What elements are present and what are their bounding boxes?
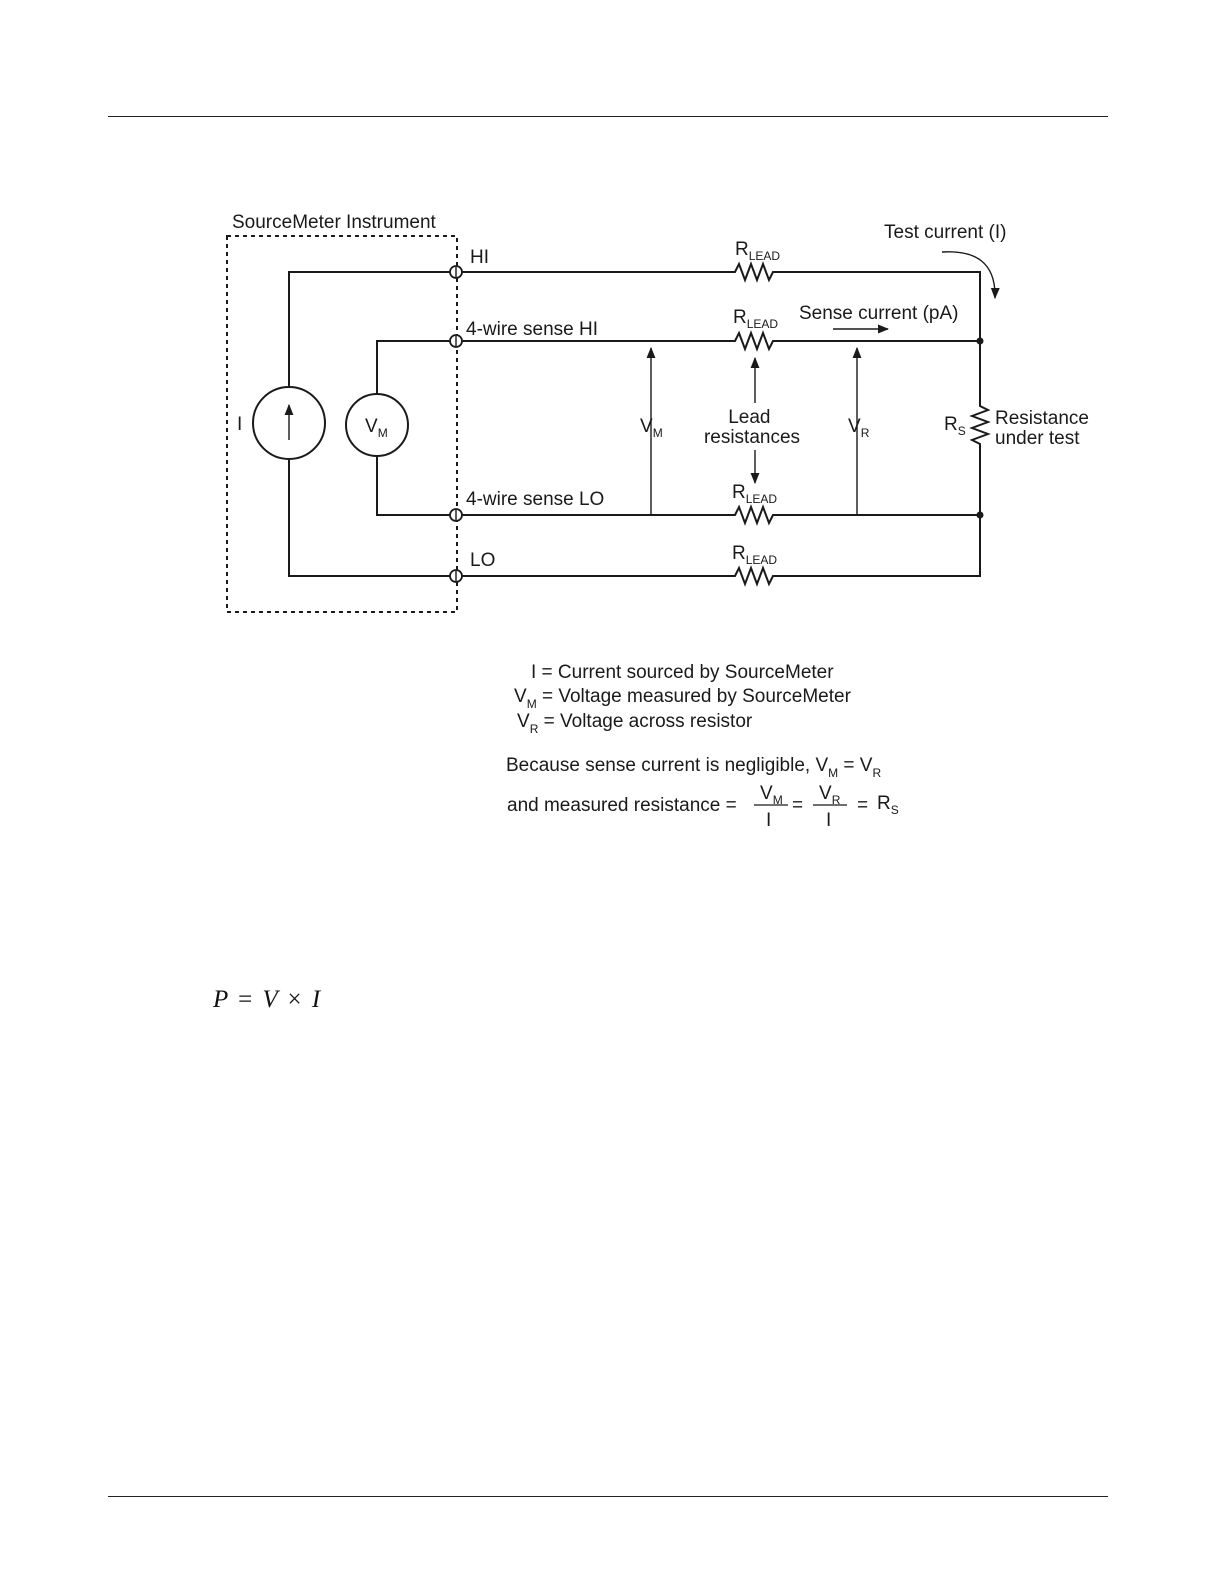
frac2-denominator: I (826, 810, 831, 831)
legend-line-2: VM = Voltage measured by SourceMeter (514, 686, 852, 711)
source-lo-wire (288, 460, 456, 577)
terminal-hi (449, 265, 463, 279)
frac1-denominator: I (766, 810, 771, 831)
sense-hi-lead-wire (462, 330, 980, 352)
resistance-under-test-label: Resistance under test (995, 408, 1094, 449)
legend-line-3: VR = Voltage across resistor (517, 711, 753, 736)
source-hi-wire (288, 271, 456, 386)
terminal-sense-lo-label: 4-wire sense LO (466, 489, 604, 510)
node-top (976, 337, 984, 345)
legend-measured-eq2: = (857, 795, 868, 816)
formula-equals: = (238, 986, 253, 1013)
current-source-symbol (252, 386, 326, 460)
r-lead-label-3: RLEAD (732, 482, 777, 506)
sense-lo-lead-wire (462, 504, 980, 526)
vm-arrow-label: VM (640, 416, 663, 440)
resistor-under-test (969, 320, 991, 515)
legend-line-1: I = Current sourced by SourceMeter (531, 662, 834, 683)
frac2-numerator: VR (819, 783, 841, 807)
terminal-hi-label: HI (470, 247, 489, 268)
legend-measured-eq1: = (792, 795, 803, 816)
footer-rule (108, 1496, 1108, 1497)
r-lead-label-2: RLEAD (733, 307, 778, 331)
terminal-lo-label: LO (470, 550, 495, 571)
meter-lo-wire (376, 456, 456, 516)
formula-p: P (213, 986, 228, 1013)
header-rule (108, 116, 1108, 117)
test-current-label: Test current (I) (884, 222, 1006, 243)
voltmeter-label: VM (365, 416, 388, 440)
node-bottom (976, 511, 984, 519)
vr-arrow-label: VR (848, 416, 870, 440)
r-lead-label-4: RLEAD (732, 543, 777, 567)
legend-because: Because sense current is negligible, VM … (506, 755, 881, 780)
legend-measured-result: RS (877, 793, 899, 817)
terminal-sense-hi-label: 4-wire sense HI (466, 319, 598, 340)
rs-label: RS (944, 414, 966, 438)
instrument-boundary (226, 235, 458, 613)
lead-resistances-label: Lead resistances (704, 407, 800, 448)
terminal-sense-lo (449, 508, 463, 522)
hi-lead-wire (462, 261, 981, 320)
terminal-lo (449, 569, 463, 583)
current-source-label: I (237, 414, 242, 435)
formula-times: × (287, 986, 302, 1013)
instrument-label: SourceMeter Instrument (232, 212, 437, 233)
legend-measured-prefix: and measured resistance = (507, 795, 737, 816)
terminal-sense-hi (449, 334, 463, 348)
formula-v: V (262, 986, 278, 1013)
test-current-arrow (941, 251, 1000, 300)
voltmeter-symbol (345, 393, 409, 457)
lo-lead-wire (462, 515, 981, 587)
r-lead-label-1: RLEAD (735, 239, 780, 263)
formula-i: I (311, 986, 321, 1013)
sense-current-label: Sense current (pA) (799, 303, 958, 324)
power-formula: P = V × I (213, 986, 320, 1014)
meter-hi-wire (376, 340, 456, 394)
frac1-numerator: VM (760, 783, 783, 807)
